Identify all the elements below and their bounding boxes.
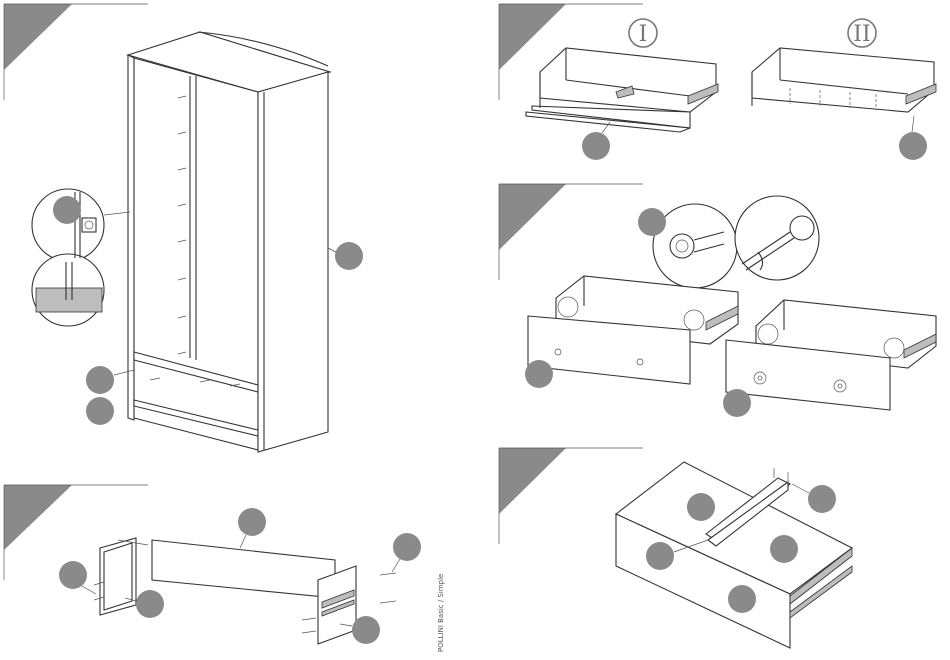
callout-marker (638, 208, 666, 236)
drawer-side-left (94, 538, 136, 615)
callout-marker (687, 493, 715, 521)
callout-marker (728, 585, 756, 613)
step-corner-marker (499, 184, 566, 250)
drawer-assembled-left (528, 276, 738, 384)
callout-marker (335, 242, 363, 270)
callout-marker (86, 366, 114, 394)
drawer-back-panel (118, 540, 335, 598)
step-panel-drawer-frame (4, 485, 421, 644)
callout-marker (899, 132, 927, 160)
drawer-box-variant-i (526, 48, 718, 132)
callout-marker (136, 590, 164, 618)
step-corner-marker (4, 4, 72, 70)
detail-bubble-cam-fitting (32, 189, 130, 326)
callout-marker (582, 132, 610, 160)
callout-marker (53, 196, 81, 224)
callout-marker (393, 533, 421, 561)
footer-credit: POLLINI Basic / Simple (437, 574, 445, 652)
drawer-box-variant-ii (752, 48, 936, 112)
drawer-assembled-right (726, 300, 936, 410)
callout-marker (808, 485, 836, 513)
callout-marker (525, 360, 553, 388)
step-panel-drawer-divider (499, 448, 852, 648)
step-corner-marker (4, 485, 72, 550)
variant-label-i: I (639, 22, 648, 47)
callout-marker (352, 616, 380, 644)
callout-marker (86, 397, 114, 425)
step-corner-marker (499, 448, 566, 514)
step-panel-drawer-bottom: I II (499, 4, 936, 160)
detail-bubble-cam-lock (653, 196, 819, 288)
callout-marker (646, 542, 674, 570)
callout-marker (723, 389, 751, 417)
step-panel-drawer-front (499, 184, 936, 417)
step-panel-wardrobe (4, 4, 363, 452)
callout-marker (770, 535, 798, 563)
callout-marker (238, 508, 266, 536)
variant-label-ii: II (853, 22, 870, 47)
callout-marker (59, 561, 87, 589)
wardrobe-illustration (128, 32, 330, 452)
